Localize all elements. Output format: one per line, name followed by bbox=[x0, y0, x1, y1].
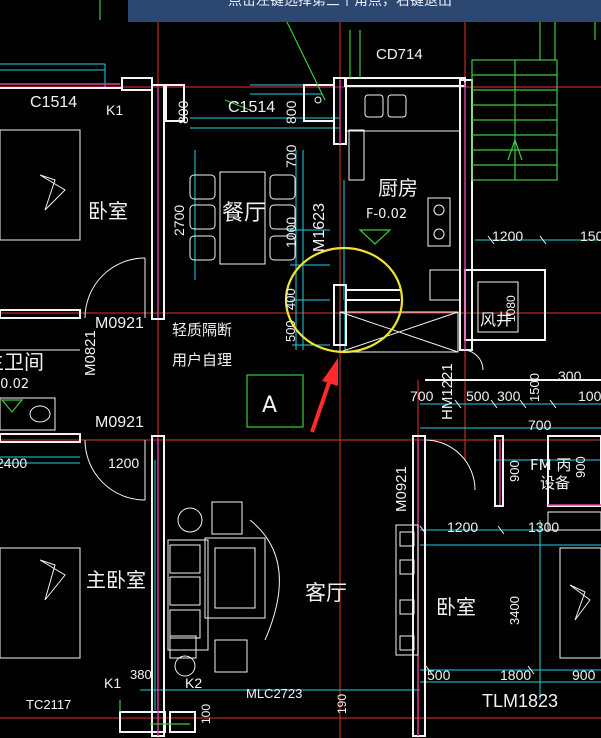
dim-1500-b: 1500 bbox=[527, 373, 542, 402]
room-label-shaft: 风井 bbox=[480, 310, 513, 329]
dim-3400: 3400 bbox=[507, 596, 522, 625]
code-m0921-b: M0921 bbox=[95, 414, 144, 431]
partition-note-2: 用户自理 bbox=[172, 351, 233, 369]
code-m0921-a: M0921 bbox=[95, 315, 144, 332]
dim-900-b: 900 bbox=[572, 667, 596, 683]
wall-cores bbox=[0, 80, 601, 736]
banner-text: 点击左键选择第三个角点，右键退出 bbox=[228, 0, 452, 9]
dim-700-c: 700 bbox=[528, 417, 552, 433]
fm-mark: FM 丙 bbox=[530, 456, 572, 474]
dim-900-c: 900 bbox=[573, 456, 588, 478]
dim-2700: 2700 bbox=[171, 204, 187, 236]
furniture bbox=[0, 85, 601, 677]
red-arrow-icon bbox=[310, 358, 338, 433]
toilet-level: F-0.02 bbox=[0, 377, 30, 392]
dim-900: 900 bbox=[507, 460, 522, 482]
command-prompt-banner: 点击左键选择第三个角点，右键退出 bbox=[128, 0, 601, 22]
code-c1514-left: C1514 bbox=[30, 94, 78, 111]
zone-label: A bbox=[262, 393, 278, 418]
dimension-ticks bbox=[419, 235, 557, 675]
dim-1800: 1800 bbox=[500, 667, 532, 683]
dim-1200-a: 1200 bbox=[492, 228, 524, 244]
dim-500-b: 500 bbox=[466, 388, 490, 404]
code-m0821: M0821 bbox=[82, 330, 99, 376]
dim-1200-c: 1200 bbox=[108, 455, 140, 471]
dim-1300: 1300 bbox=[528, 519, 560, 535]
room-label-bedroom-left: 卧室 bbox=[88, 199, 128, 223]
dim-700-b: 700 bbox=[410, 388, 434, 404]
dim-400: 400 bbox=[283, 288, 298, 310]
dim-500-c: 500 bbox=[427, 667, 451, 683]
room-label-living: 客厅 bbox=[305, 581, 347, 605]
code-k2: K2 bbox=[185, 675, 203, 691]
kitchen-level: F-0.02 bbox=[366, 207, 408, 222]
dim-700: 700 bbox=[283, 144, 299, 168]
partition-note-1: 轻质隔断 bbox=[172, 321, 233, 339]
selection-ellipse bbox=[284, 246, 404, 354]
code-tlm1823: TLM1823 bbox=[482, 691, 559, 711]
dim-1500: 1500 bbox=[580, 228, 601, 244]
code-k1-top: K1 bbox=[106, 102, 124, 118]
bed-patterns bbox=[39, 174, 591, 621]
room-label-dining: 餐厅 bbox=[222, 201, 267, 226]
code-hm1221: HM1221 bbox=[439, 363, 456, 420]
code-cd714: CD714 bbox=[376, 46, 423, 63]
dim-1000: 1000 bbox=[283, 216, 299, 248]
room-label-kitchen: 厨房 bbox=[378, 176, 418, 200]
dim-1200-b: 1200 bbox=[447, 519, 479, 535]
dim-800-a: 800 bbox=[175, 100, 191, 124]
dim-300-b: 300 bbox=[558, 368, 582, 384]
dim-1080: 1080 bbox=[504, 295, 518, 322]
code-k1-bot: K1 bbox=[104, 675, 122, 691]
code-m1623: M1623 bbox=[311, 203, 328, 252]
dim-190: 190 bbox=[335, 693, 349, 714]
dim-300: 300 bbox=[497, 388, 521, 404]
room-label-bedroom-right: 卧室 bbox=[436, 595, 476, 619]
sink-marker bbox=[314, 96, 322, 104]
room-label-equipment: 设备 bbox=[540, 474, 571, 492]
level-triangle-kitchen bbox=[358, 229, 392, 245]
code-m0921-c: M0921 bbox=[393, 466, 410, 512]
level-triangle-toilet bbox=[0, 399, 24, 413]
walls bbox=[0, 77, 601, 737]
dim-500: 500 bbox=[283, 320, 298, 342]
dim-100: 100 bbox=[578, 388, 601, 404]
room-label-toilet: 主卫间 bbox=[0, 350, 44, 374]
code-tc2117: TC2117 bbox=[26, 697, 72, 712]
code-c1514-mid: C1514 bbox=[228, 99, 276, 116]
dim-100-b: 100 bbox=[199, 703, 213, 724]
dim-2400: 2400 bbox=[0, 455, 28, 471]
dim-800-b: 800 bbox=[283, 100, 299, 124]
dim-380: 380 bbox=[130, 667, 152, 682]
code-mlc2723: MLC2723 bbox=[246, 686, 303, 701]
room-label-master-bedroom: 主卧室 bbox=[86, 568, 146, 592]
